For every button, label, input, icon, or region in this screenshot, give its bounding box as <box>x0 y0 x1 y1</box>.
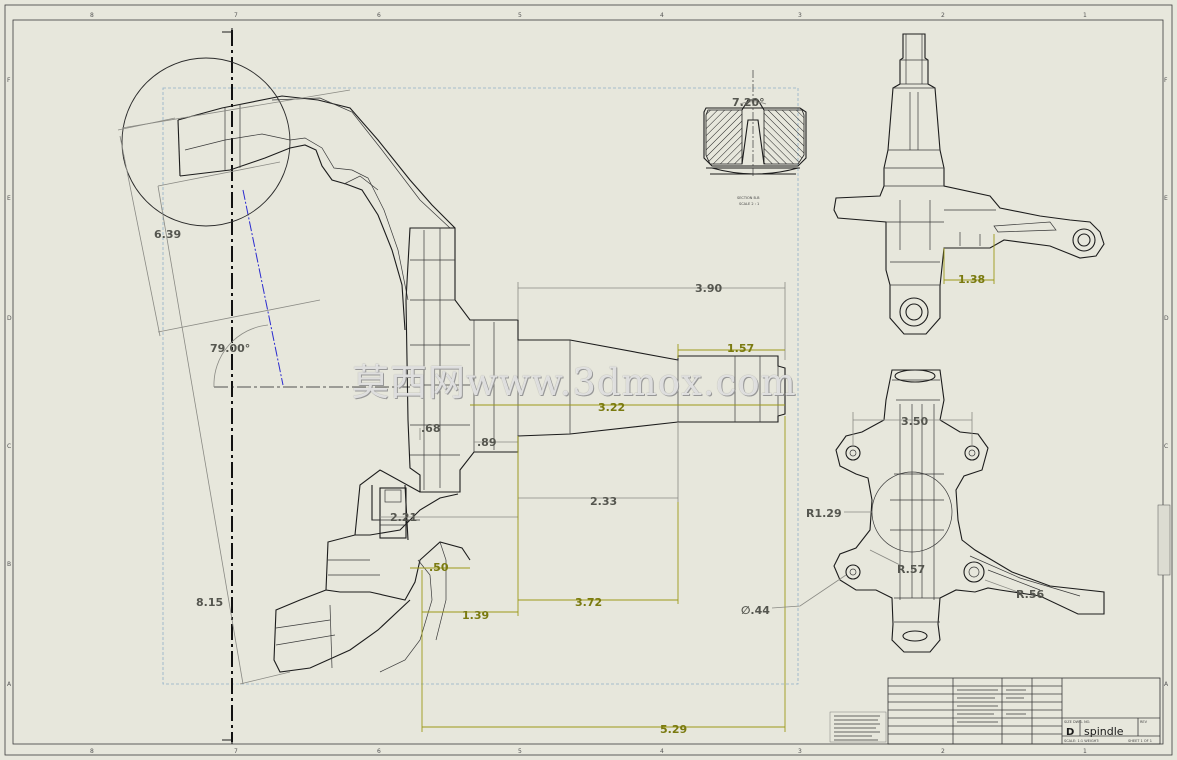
svg-text:D: D <box>7 315 12 322</box>
svg-text:F: F <box>1164 77 1168 84</box>
svg-text:8: 8 <box>90 12 94 19</box>
section-title: SECTION B-B <box>737 196 760 200</box>
dim-3-72: 3.72 <box>518 502 679 609</box>
sheet-side-tab <box>1157 504 1171 576</box>
zone-labels-left: F E D C B A <box>7 77 12 688</box>
sheet-outer-border <box>4 4 1173 756</box>
svg-text:3: 3 <box>798 12 802 19</box>
dim-89: .89 <box>474 436 518 449</box>
zone-labels-right: F E D C B A <box>1164 77 1169 688</box>
main-front-view[interactable]: 3.90 1.57 3.22 .68 .89 2.33 2.21 <box>117 28 786 744</box>
svg-text:2.21: 2.21 <box>390 511 417 524</box>
svg-text:REV: REV <box>1140 720 1148 724</box>
svg-text:A: A <box>7 681 12 688</box>
svg-text:SIZE DWG. NO.: SIZE DWG. NO. <box>1064 720 1090 724</box>
svg-text:.50: .50 <box>429 561 449 574</box>
sheet-inner-border <box>12 19 1164 745</box>
svg-text:D: D <box>1164 315 1169 322</box>
svg-text:R.57: R.57 <box>897 563 925 576</box>
dim-2-21: 2.21 <box>380 436 519 524</box>
title-block[interactable]: SIZE DWG. NO. REV D spindle SCALE: 1:1 W… <box>829 677 1161 745</box>
svg-text:79.00°: 79.00° <box>210 342 250 355</box>
section-b-b-view[interactable]: 7.20° SECTION B-B SCALE 2 : 1 <box>703 70 807 206</box>
svg-text:C: C <box>1164 443 1168 450</box>
svg-text:2.33: 2.33 <box>590 495 617 508</box>
dim-50: .50 <box>410 561 470 574</box>
svg-text:1.57: 1.57 <box>727 342 754 355</box>
dim-1-38: 1.38 <box>943 234 995 286</box>
svg-text:3.22: 3.22 <box>598 401 625 414</box>
dim-r-56: R.56 <box>984 579 1045 601</box>
zone-labels-top: 8 7 6 5 4 3 2 1 <box>90 12 1087 19</box>
svg-text:E: E <box>1164 195 1168 202</box>
svg-text:R1.29: R1.29 <box>806 507 842 520</box>
dim-68: .68 <box>419 422 441 440</box>
svg-text:3.50: 3.50 <box>901 415 928 428</box>
dim-r-57: R.57 <box>869 549 925 576</box>
dim-1-39: 1.39 <box>421 436 519 732</box>
dim-angle-79: 79.00° <box>210 324 269 388</box>
svg-text:7: 7 <box>234 748 238 755</box>
svg-text:SCALE: 1:1 WEIGHT:: SCALE: 1:1 WEIGHT: <box>1064 739 1099 743</box>
svg-text:.68: .68 <box>421 422 441 435</box>
dim-3-90: 3.90 <box>517 282 786 360</box>
drawing-title: spindle <box>1084 725 1124 738</box>
detail-circle <box>121 57 291 227</box>
svg-text:R.56: R.56 <box>1016 588 1045 601</box>
upper-arm-outline <box>177 95 456 331</box>
svg-text:8: 8 <box>90 748 94 755</box>
section-scale: SCALE 2 : 1 <box>739 202 759 206</box>
svg-text:SHEET 1 OF 1: SHEET 1 OF 1 <box>1128 739 1152 743</box>
svg-text:1.38: 1.38 <box>958 273 985 286</box>
top-view-lower[interactable]: 3.50 R1.29 R.57 R.56 ∅.44 <box>741 369 1105 653</box>
svg-text:6.39: 6.39 <box>154 228 181 241</box>
svg-text:5.29: 5.29 <box>660 723 687 736</box>
svg-text:3.90: 3.90 <box>695 282 722 295</box>
svg-text:7.20°: 7.20° <box>732 96 765 109</box>
lower-boss <box>379 487 407 539</box>
svg-text:4: 4 <box>660 748 664 755</box>
svg-text:2: 2 <box>941 12 945 19</box>
svg-text:1: 1 <box>1083 748 1087 755</box>
svg-text:B: B <box>7 561 11 568</box>
dim-6-39: 6.39 <box>117 89 351 337</box>
dim-1-57: 1.57 <box>677 342 785 358</box>
dim-5-29: 5.29 <box>422 416 786 736</box>
svg-text:6: 6 <box>377 12 381 19</box>
notes-block <box>829 711 887 743</box>
svg-text:2: 2 <box>941 748 945 755</box>
svg-text:.89: .89 <box>477 436 497 449</box>
svg-text:1: 1 <box>1083 12 1087 19</box>
dim-2-33: 2.33 <box>518 422 679 508</box>
svg-text:8.15: 8.15 <box>196 596 223 609</box>
svg-text:5: 5 <box>518 12 522 19</box>
dim-3-50: 3.50 <box>852 412 973 446</box>
kingpin-axis <box>242 189 284 386</box>
svg-text:3: 3 <box>798 748 802 755</box>
svg-text:3.72: 3.72 <box>575 596 602 609</box>
svg-text:A: A <box>1164 681 1169 688</box>
watermark-text: 莫西网www.3dmox.com <box>352 361 797 404</box>
svg-text:7: 7 <box>234 12 238 19</box>
dim-3-22: 3.22 <box>470 401 785 414</box>
dim-r-1-29: R1.29 <box>806 507 872 520</box>
svg-text:4: 4 <box>660 12 664 19</box>
sheet-size: D <box>1066 727 1074 738</box>
hub-body <box>405 227 786 493</box>
svg-text:F: F <box>7 77 11 84</box>
svg-text:6: 6 <box>377 748 381 755</box>
svg-text:1.39: 1.39 <box>462 609 489 622</box>
dim-diameter-44: ∅.44 <box>741 574 847 617</box>
svg-text:E: E <box>7 195 11 202</box>
dim-8-15: 8.15 <box>157 161 291 685</box>
svg-text:5: 5 <box>518 748 522 755</box>
svg-text:C: C <box>7 443 11 450</box>
side-view-upper[interactable]: 1.38 <box>833 33 1105 335</box>
zone-labels-bottom: 8 7 6 5 4 3 2 1 <box>90 748 1087 755</box>
view-bounding-box <box>162 87 799 685</box>
svg-text:∅.44: ∅.44 <box>741 604 770 617</box>
